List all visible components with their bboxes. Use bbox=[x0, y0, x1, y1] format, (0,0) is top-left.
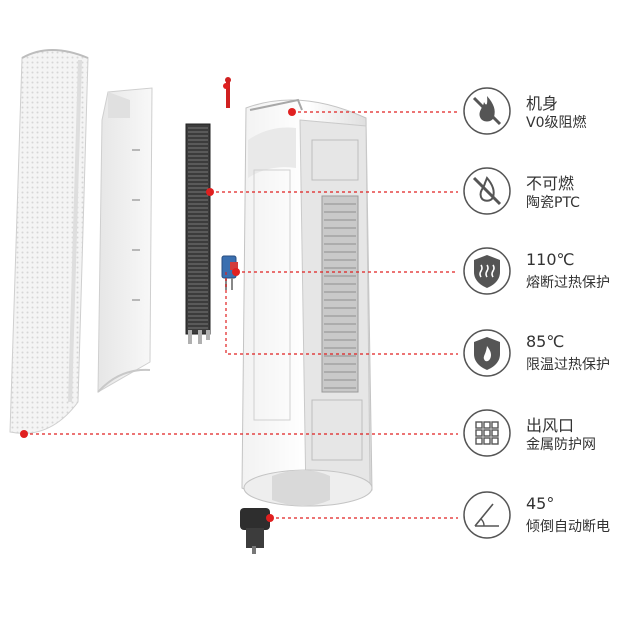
feature-line1: 机身 bbox=[526, 94, 559, 113]
feature-line2: 陶瓷PTC bbox=[526, 195, 580, 211]
feature-line1: 45° bbox=[526, 494, 555, 513]
feature-metal-mesh: 出风口 金属防护网 bbox=[462, 408, 640, 460]
feature-line2: 倾倒自动断电 bbox=[526, 519, 610, 535]
feature-tilt-angle: 45° 倾倒自动断电 bbox=[462, 490, 640, 542]
feature-line2: 限温过热保护 bbox=[526, 357, 610, 373]
feature-line1: 85℃ bbox=[526, 332, 565, 351]
feature-line2: V0级阻燃 bbox=[526, 115, 587, 131]
feature-temperature-limit: 85℃ 限温过热保护 bbox=[462, 328, 640, 380]
tilt-angle-icon bbox=[463, 491, 511, 539]
inner-housing-shell bbox=[97, 87, 153, 393]
non-flammable-ptc-icon bbox=[463, 167, 511, 215]
main-body-housing bbox=[241, 98, 373, 507]
tilt-switch bbox=[240, 508, 270, 554]
temperature-limit-icon bbox=[463, 329, 511, 377]
feature-line1: 110℃ bbox=[526, 250, 575, 269]
metal-mesh-icon bbox=[463, 409, 511, 457]
ptc-heater-element bbox=[185, 123, 211, 344]
callout-lines bbox=[24, 111, 458, 519]
front-grille-panel bbox=[9, 49, 89, 434]
feature-non-flammable-ptc: 不可燃 陶瓷PTC bbox=[462, 166, 640, 218]
flame-retardant-icon bbox=[463, 87, 511, 135]
temperature-limiter-sensor bbox=[225, 77, 231, 108]
heat-fuse-icon bbox=[463, 247, 511, 295]
feature-line1: 不可燃 bbox=[526, 174, 575, 193]
feature-flame-retardant: 机身 V0级阻燃 bbox=[462, 86, 640, 138]
feature-heat-fuse: 110℃ 熔断过热保护 bbox=[462, 246, 640, 298]
callout-dots bbox=[20, 83, 296, 522]
feature-line1: 出风口 bbox=[526, 416, 575, 435]
feature-line2: 金属防护网 bbox=[526, 437, 596, 453]
feature-line2: 熔断过热保护 bbox=[526, 275, 610, 291]
